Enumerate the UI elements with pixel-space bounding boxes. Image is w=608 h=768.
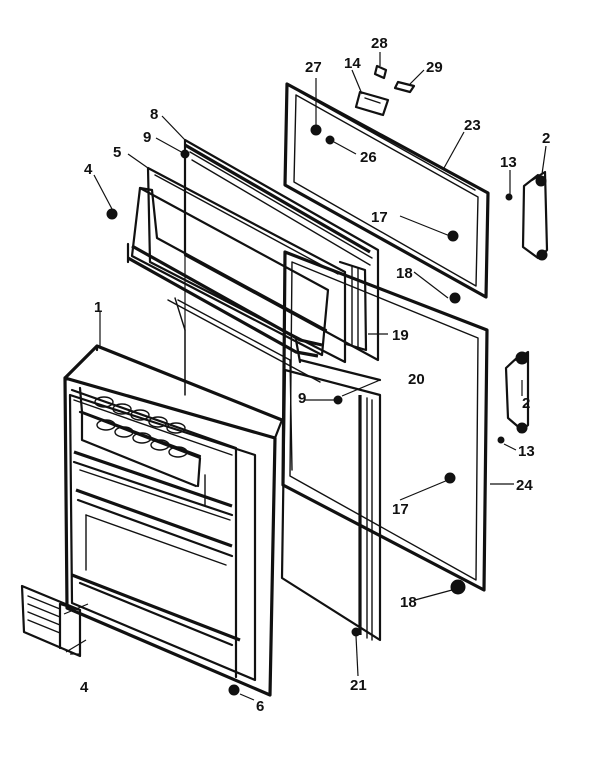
plug-18-top [449,292,461,304]
callout-29: 29 [426,59,443,76]
callout-14: 14 [344,55,361,72]
callout-13-top: 13 [500,154,517,171]
callout-5: 5 [113,144,121,161]
callout-17-top: 17 [371,209,388,226]
hinge-pin-6 [228,684,240,696]
leader-lines [63,52,547,701]
callout-28: 28 [371,35,388,52]
callout-21: 21 [350,677,367,694]
freezer-door-bin [126,186,330,396]
freezer-door-liner [183,138,380,362]
screw-17-top [447,230,459,242]
callout-24: 24 [516,477,533,494]
freezer-shelf-frame [146,166,347,364]
callout-2-top: 2 [542,130,550,147]
screw-17-bottom [444,472,456,484]
plug-27 [310,124,322,136]
callout-8: 8 [150,106,158,123]
hinge-pin-21 [351,627,361,637]
freezer-handle [521,170,549,261]
callout-9-top: 9 [143,129,151,146]
callout-23: 23 [464,117,481,134]
callout-19: 19 [392,327,409,344]
callout-9-mid: 9 [298,390,306,407]
callout-13-bottom: 13 [518,443,535,460]
callout-6: 6 [256,698,264,715]
callout-18-bottom: 18 [400,594,417,611]
screw-4-top [106,208,118,220]
callout-4-bottom: 4 [80,679,89,696]
callout-18-top: 18 [396,265,413,282]
screw-13-bottom [497,436,505,444]
fresh-food-handle [504,350,530,434]
plug-18-bottom [450,579,466,595]
plug-26 [325,135,335,145]
callout-26: 26 [360,149,377,166]
freezer-door-gasket [283,82,490,299]
screw-13-top [505,193,513,201]
fresh-food-door-liner [280,358,382,642]
callout-4-top: 4 [84,161,93,178]
fresh-food-door-assembly [63,344,284,697]
callout-2-bottom: 2 [522,395,530,412]
callout-1: 1 [94,299,102,316]
callout-20: 20 [408,371,425,388]
top-hinge-bracket [354,64,416,117]
callout-17-bottom: 17 [392,501,409,518]
callout-27: 27 [305,59,322,76]
